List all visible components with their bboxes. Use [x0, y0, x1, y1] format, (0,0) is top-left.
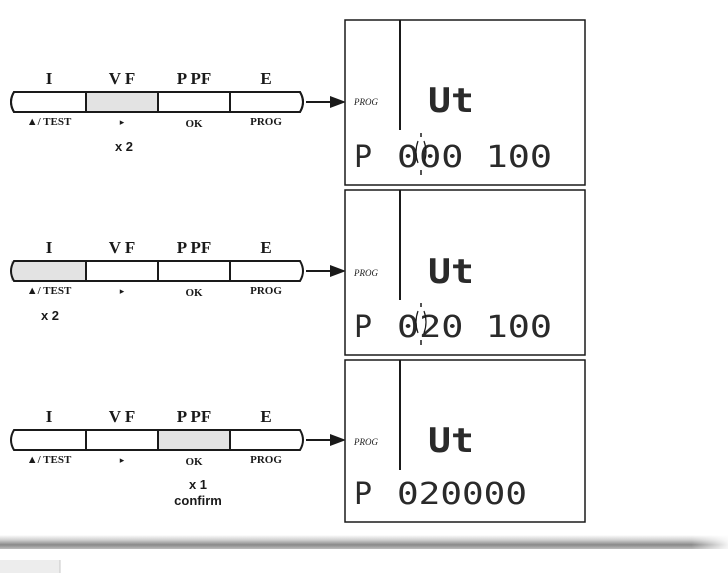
lcd-display: PROG Ut P 000 100 [344, 19, 586, 186]
step-2: I V F P PF E ▲/ TEST ▸ OK PROG x 2 PROG … [10, 189, 586, 356]
blink-marker [415, 303, 427, 345]
lcd-bottom-digits: 000 100 [397, 140, 552, 175]
key-label-ppf: P PF [177, 407, 211, 426]
key-label-i: I [46, 238, 53, 257]
lcd-top-text: Ut [428, 81, 474, 121]
key-vf-highlight [86, 92, 158, 112]
arrow-to-display [306, 434, 346, 446]
key-label-ppf: P PF [177, 238, 211, 257]
step-3: I V F P PF E ▲/ TEST ▸ OK PROG x 1 confi… [10, 359, 586, 523]
lcd-display: PROG Ut P 020 100 [344, 189, 586, 356]
sub-label-up-test: ▲/ TEST [27, 285, 72, 297]
sub-label-ok: OK [185, 118, 203, 130]
key-label-i: I [46, 69, 53, 88]
lcd-bottom-prefix: P [354, 140, 372, 175]
key-label-i: I [46, 407, 53, 426]
key-label-ppf: P PF [177, 69, 211, 88]
arrow-to-display [306, 96, 346, 108]
sub-label-ok: OK [185, 287, 203, 299]
keypad: I V F P PF E ▲/ TEST ▸ OK PROG [10, 407, 304, 468]
sub-label-ok: OK [185, 456, 203, 468]
lcd-display: PROG Ut P 020000 [344, 359, 586, 523]
blink-marker [415, 133, 427, 175]
lcd-bottom-digits: 020 100 [397, 310, 552, 345]
sub-label-right: ▸ [120, 286, 125, 296]
prog-label: PROG [353, 268, 378, 278]
footer-tab [0, 560, 60, 573]
step-1: I V F P PF E ▲/ TEST ▸ OK PROG x 2 PROG … [10, 19, 586, 186]
press-count: x 1 [189, 477, 207, 492]
key-label-e: E [260, 407, 271, 426]
keypad: I V F P PF E ▲/ TEST ▸ OK PROG [10, 238, 304, 299]
keypad-outline [10, 429, 304, 451]
lcd-top-text: Ut [428, 421, 474, 461]
sub-label-prog: PROG [250, 454, 282, 466]
key-label-vf: V F [109, 69, 136, 88]
prog-label: PROG [353, 97, 378, 107]
sub-label-prog: PROG [250, 285, 282, 297]
key-ppf-highlight [158, 430, 230, 450]
key-i-highlight [11, 261, 86, 281]
keypad-outline [10, 260, 304, 282]
lcd-bottom-prefix: P [354, 477, 372, 512]
press-count: x 2 [115, 139, 133, 154]
press-count: x 2 [41, 308, 59, 323]
sub-label-right: ▸ [120, 455, 125, 465]
key-label-e: E [260, 238, 271, 257]
keypad: I V F P PF E ▲/ TEST ▸ OK PROG [10, 69, 304, 130]
sub-label-up-test: ▲/ TEST [27, 454, 72, 466]
sub-label-up-test: ▲/ TEST [27, 116, 72, 128]
lcd-bottom-digits: 020000 [397, 477, 527, 512]
press-note: confirm [174, 493, 222, 508]
key-label-vf: V F [109, 238, 136, 257]
key-label-e: E [260, 69, 271, 88]
lcd-bottom-prefix: P [354, 310, 372, 345]
arrow-to-display [306, 265, 346, 277]
prog-label: PROG [353, 437, 378, 447]
lcd-top-text: Ut [428, 252, 474, 292]
footer-bar [0, 535, 728, 573]
sub-label-right: ▸ [120, 117, 125, 127]
key-label-vf: V F [109, 407, 136, 426]
keypad-outline-redraw [10, 91, 304, 113]
sub-label-prog: PROG [250, 116, 282, 128]
